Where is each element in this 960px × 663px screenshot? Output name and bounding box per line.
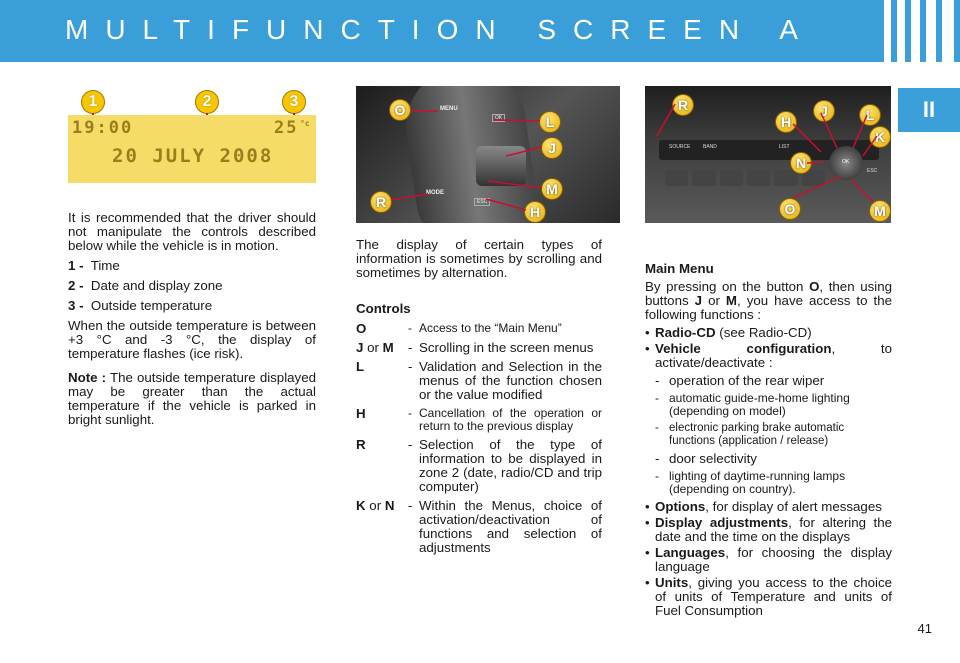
- list-item-3: 3 - Outside temperature: [68, 299, 316, 313]
- bullet-item: •Vehicle configuration, to activate/deac…: [645, 341, 893, 370]
- ok-text: OK: [492, 114, 506, 122]
- control-row: L -Validation and Selection in the menus…: [356, 360, 602, 402]
- label-n: N: [790, 152, 812, 174]
- mode-text: MODE: [426, 190, 444, 196]
- band-text: BAND: [703, 144, 717, 150]
- control-desc: -Selection of the type of information to…: [408, 437, 602, 494]
- control-row: O -Access to the “Main Menu”: [356, 322, 602, 336]
- sub-item: -automatic guide-me-home lighting (depen…: [655, 391, 850, 418]
- controls-title: Controls: [356, 302, 602, 316]
- page-title: MULTIFUNCTION SCREEN A: [65, 14, 815, 45]
- item-text: Date and display zone: [90, 278, 223, 293]
- label-r: R: [672, 94, 694, 116]
- ok-text: OK: [842, 159, 850, 165]
- bullet-item: •Display adjustments, for altering the d…: [645, 515, 892, 544]
- item-number: 3 -: [68, 298, 84, 313]
- page-header: MULTIFUNCTION SCREEN A: [0, 0, 960, 62]
- item-text: Time: [90, 258, 120, 273]
- note-text: The outside temperature displayed may be…: [68, 370, 316, 427]
- sub-item: -lighting of daytime-running lamps (depe…: [655, 469, 846, 496]
- lcd-temp-unit: °c: [300, 119, 310, 128]
- label-m: M: [541, 178, 563, 200]
- left-column: It is recommended that the driver should…: [68, 211, 316, 433]
- control-desc: -Cancellation of the operation or return…: [408, 406, 602, 433]
- control-key: R: [356, 437, 366, 452]
- control-desc: -Scrolling in the screen menus: [408, 340, 594, 355]
- control-desc: -Within the Menus, choice of activation/…: [408, 498, 602, 555]
- bullet-item: •Radio-CD (see Radio-CD): [645, 325, 812, 340]
- esc-text: ESC: [867, 168, 878, 174]
- control-row: J or M -Scrolling in the screen menus: [356, 341, 602, 355]
- main-menu-heading: Main Menu: [645, 261, 714, 276]
- scroll-intro: The display of certain types of informat…: [356, 237, 602, 280]
- list-item-2: 2 - Date and display zone: [68, 279, 316, 293]
- label-o: O: [389, 99, 411, 121]
- bullet-item: •Languages, for choosing the display lan…: [645, 545, 892, 574]
- control-key: K or N: [356, 498, 395, 513]
- control-row: H -Cancellation of the operation or retu…: [356, 407, 602, 433]
- sub-item: -door selectivity: [655, 451, 757, 466]
- note-label: Note :: [68, 370, 107, 385]
- callout-2: 2: [195, 90, 219, 114]
- rotary-knob: [829, 146, 863, 180]
- label-j: J: [541, 137, 563, 159]
- label-o: O: [779, 198, 801, 220]
- lcd-date: 20 JULY 2008: [112, 145, 274, 167]
- item-text: Outside temperature: [90, 298, 213, 313]
- preset-buttons: [665, 170, 825, 186]
- menu-text: MENU: [440, 106, 458, 112]
- control-key: L: [356, 359, 365, 374]
- middle-pointer-lines: [390, 110, 543, 211]
- esc-text: ESC: [474, 198, 491, 206]
- label-l: L: [539, 111, 561, 133]
- note-paragraph: Note : The outside temperature displayed…: [68, 371, 316, 427]
- button-strip: [659, 140, 879, 160]
- right-pointer-lines: [656, 103, 878, 203]
- label-m: M: [869, 200, 891, 222]
- control-row: R -Selection of the type of information …: [356, 438, 602, 494]
- label-k: K: [869, 126, 891, 148]
- temperature-paragraph: When the outside temperature is between …: [68, 318, 316, 361]
- label-h: H: [524, 201, 546, 223]
- item-number: 2 -: [68, 278, 84, 293]
- middle-column: The display of certain types of informat…: [356, 238, 602, 560]
- bullet-item: •Units, giving you access to the choice …: [645, 575, 892, 618]
- page-number: 41: [917, 621, 932, 636]
- list-item-1: 1 - Time: [68, 259, 316, 273]
- intro-paragraph: It is recommended that the driver should…: [68, 210, 316, 253]
- sub-item: -operation of the rear wiper: [655, 373, 825, 388]
- control-key: O: [356, 321, 367, 336]
- header-stripes: [884, 0, 960, 62]
- section-tab: II: [898, 88, 960, 132]
- control-key: J or M: [356, 340, 394, 355]
- right-column: Main Menu By pressing on the button O, t…: [645, 262, 892, 620]
- callout-3: 3: [282, 90, 306, 114]
- source-text: SOURCE: [669, 144, 691, 150]
- label-h: H: [775, 111, 797, 133]
- label-r: R: [370, 191, 392, 213]
- main-menu-intro: By pressing on the button O, then using …: [645, 279, 892, 322]
- controls-heading: Controls: [356, 301, 411, 316]
- control-row: K or N -Within the Menus, choice of acti…: [356, 499, 602, 555]
- main-menu-title: Main Menu: [645, 262, 892, 276]
- sub-item: -electronic parking brake automatic func…: [655, 422, 845, 447]
- item-number: 1 -: [68, 258, 84, 273]
- list-text: LIST: [779, 144, 790, 150]
- control-desc: -Access to the “Main Menu”: [408, 321, 562, 335]
- label-j: J: [813, 100, 835, 122]
- control-desc: -Validation and Selection in the menus o…: [408, 359, 602, 402]
- lcd-temp: 25: [274, 118, 299, 138]
- lcd-time: 19:00: [72, 118, 134, 138]
- control-key: H: [356, 406, 366, 421]
- callout-1: 1: [81, 90, 105, 114]
- lcd-display: 19:00 25 °c 20 JULY 2008: [68, 115, 316, 183]
- bullet-item: •Options, for display of alert messages: [645, 499, 882, 514]
